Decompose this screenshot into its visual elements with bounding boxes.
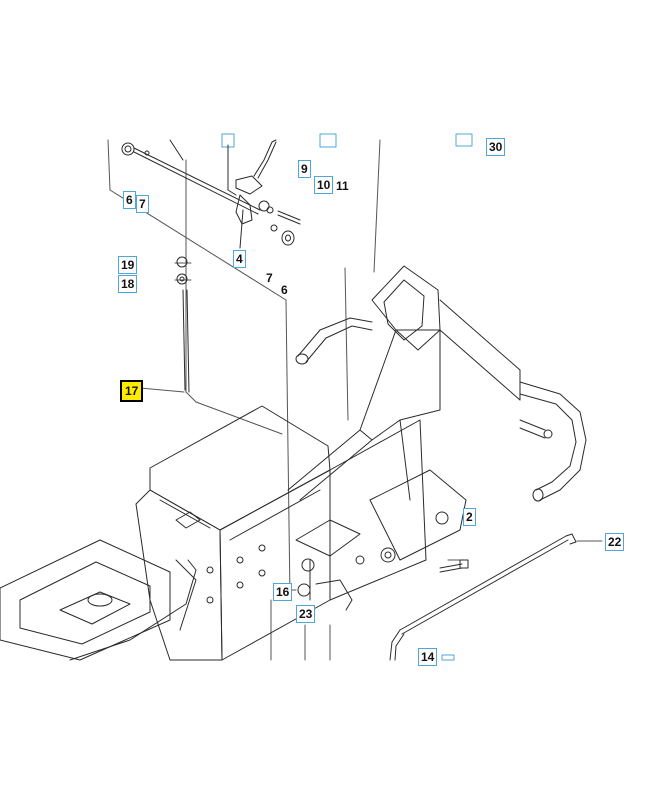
callout-9: 9 xyxy=(298,160,311,178)
footrest-plate xyxy=(0,539,197,661)
callout-16: 16 xyxy=(273,583,293,601)
callout-22: 22 xyxy=(605,533,625,551)
control-rod-assembly xyxy=(121,139,301,393)
callout-6-lower: 6 xyxy=(281,283,288,297)
callout-19: 19 xyxy=(118,256,138,274)
callout-17-highlighted: 17 xyxy=(120,380,144,402)
cut-callout-boxes xyxy=(221,133,473,148)
callout-6-upper: 6 xyxy=(123,191,136,209)
callout-10: 10 xyxy=(314,176,334,194)
callout-7-upper: 7 xyxy=(136,195,149,213)
linkage-rod xyxy=(389,533,577,661)
callout-4: 4 xyxy=(233,250,246,268)
callout-7-lower: 7 xyxy=(266,271,273,285)
callout-30: 30 xyxy=(486,138,506,156)
callout-18: 18 xyxy=(118,275,138,293)
guide-lines xyxy=(107,139,603,661)
seat-support-frame xyxy=(287,265,587,502)
callout-2: 2 xyxy=(463,508,476,526)
callout-14: 14 xyxy=(418,648,438,666)
callout-11: 11 xyxy=(336,179,349,193)
callout-23: 23 xyxy=(296,605,316,623)
